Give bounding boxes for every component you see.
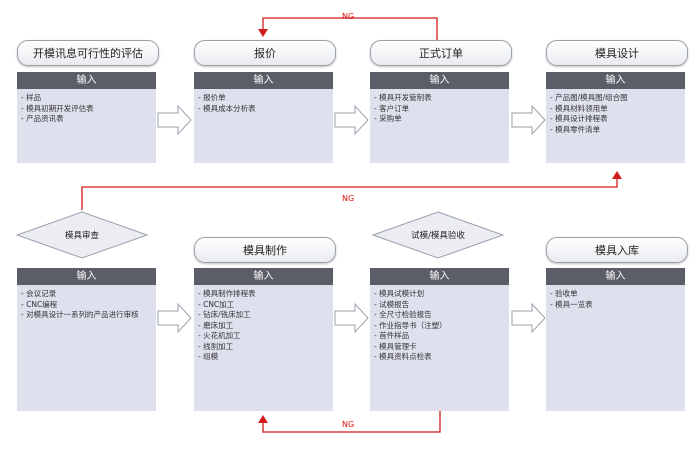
input-item: - 采购单 — [374, 114, 402, 123]
input-panel-mold-warehousing: 输入 - 验收单 - 模具一览表 — [546, 268, 685, 411]
ng-line-bottom — [262, 411, 441, 433]
input-item: - 火花机加工 — [198, 331, 241, 340]
input-list: - 模具试模计划 - 试模报告 - 全尺寸检验报告 - 作业指导书（注塑） - … — [370, 285, 509, 411]
input-item: - 报价单 — [198, 93, 226, 102]
input-list: - 验收单 - 模具一览表 — [546, 285, 685, 411]
input-header: 输入 — [17, 268, 156, 285]
input-item: - 验收单 — [550, 289, 578, 298]
flow-arrow — [511, 104, 546, 136]
input-item: - CNC加工 — [198, 299, 235, 309]
input-header: 输入 — [194, 268, 333, 285]
stage-title-feasibility: 开模讯息可行性的评估 — [17, 40, 159, 66]
input-panel-feasibility: 输入 - 样品 - 模具初期开发评估表 - 产品资讯表 — [17, 72, 156, 163]
input-panel-quotation: 输入 - 报价单 - 模具成本分析表 — [194, 72, 333, 163]
input-item: - 会议记录 — [21, 289, 57, 298]
flow-arrow — [334, 104, 369, 136]
input-header: 输入 — [17, 72, 156, 89]
input-list: - 报价单 - 模具成本分析表 — [194, 89, 333, 163]
ng-line-top — [262, 17, 438, 40]
input-item: - 模具一览表 — [550, 299, 593, 309]
stage-title-mold-design: 模具设计 — [546, 40, 688, 66]
input-item: - 模具制作排程表 — [198, 289, 256, 298]
input-item: - CNC编程 — [21, 299, 58, 309]
stage-title-mold-review: 模具审查 — [64, 231, 99, 241]
input-item: - 线割加工 — [198, 341, 234, 351]
input-panel-mold-review: 输入 - 会议记录 - CNC编程 - 对模具设计一系列的产品进行审核 — [17, 268, 156, 411]
input-panel-trial-acceptance: 输入 - 模具试模计划 - 试模报告 - 全尺寸检验报告 - 作业指导书（注塑）… — [370, 268, 509, 411]
input-item: - 首件样品 — [374, 331, 410, 340]
ng-label-top: NG — [342, 12, 355, 21]
stage-title-formal-order: 正式订单 — [370, 40, 512, 66]
input-item: - 模具材料领用单 — [550, 103, 608, 113]
input-list: - 模具制作排程表 - CNC加工 - 钻床/铣床加工 - 磨床加工 - 火花机… — [194, 285, 333, 411]
input-item: - 样品 — [21, 93, 42, 102]
input-header: 输入 — [370, 268, 509, 285]
flow-arrow — [334, 302, 369, 334]
input-item: - 模具设计排程表 — [550, 114, 608, 123]
ng-arrowhead-top — [258, 29, 268, 37]
ng-arrowhead-bottom — [258, 415, 268, 423]
input-item: - 产品资讯表 — [21, 114, 64, 123]
input-item: - 产品图/模具图/组合图 — [550, 93, 628, 102]
stage-title-quotation: 报价 — [194, 40, 336, 66]
ng-arrowhead-middle — [612, 171, 622, 179]
input-header: 输入 — [546, 268, 685, 285]
input-panel-formal-order: 输入 - 模具开发管制表 - 客户订单 - 采购单 — [370, 72, 509, 163]
input-item: - 钻床/铣床加工 — [198, 310, 251, 319]
ng-line-middle — [81, 178, 618, 210]
input-item: - 磨床加工 — [198, 320, 234, 330]
input-item: - 试模报告 — [374, 299, 410, 309]
review-diamond — [15, 211, 149, 259]
input-item: - 模具成本分析表 — [198, 103, 256, 113]
ng-label-middle: NG — [342, 194, 355, 203]
input-list: - 模具开发管制表 - 客户订单 - 采购单 — [370, 89, 509, 163]
input-item: - 作业指导书（注塑） — [374, 320, 447, 330]
input-header: 输入 — [194, 72, 333, 89]
input-panel-mold-making: 输入 - 模具制作排程表 - CNC加工 - 钻床/铣床加工 - 磨床加工 - … — [194, 268, 333, 411]
stage-title-mold-making: 模具制作 — [194, 237, 336, 263]
ng-label-bottom: NG — [342, 420, 355, 429]
input-item: - 模具开发管制表 — [374, 93, 432, 102]
trial-diamond — [371, 211, 505, 259]
input-item: - 全尺寸检验报告 — [374, 310, 432, 319]
input-list: - 会议记录 - CNC编程 - 对模具设计一系列的产品进行审核 — [17, 285, 156, 411]
stage-title-trial-acceptance: 试模/模具验收 — [411, 231, 465, 241]
input-header: 输入 — [546, 72, 685, 89]
input-item: - 模具初期开发评估表 — [21, 103, 94, 113]
input-item: - 模具试模计划 — [374, 289, 425, 298]
input-item: - 模具零件清单 — [550, 124, 601, 134]
input-item: - 组模 — [198, 352, 219, 361]
input-item: - 客户订单 — [374, 103, 410, 113]
input-panel-mold-design: 输入 - 产品图/模具图/组合图 - 模具材料领用单 - 模具设计排程表 - 模… — [546, 72, 685, 163]
input-item: - 模具管理卡 — [374, 341, 417, 351]
stage-title-mold-warehousing: 模具入库 — [546, 237, 688, 263]
flow-arrow — [157, 302, 192, 334]
input-list: - 产品图/模具图/组合图 - 模具材料领用单 - 模具设计排程表 - 模具零件… — [546, 89, 685, 163]
input-item: - 模具资料点检表 — [374, 352, 432, 361]
flow-arrow — [157, 104, 192, 136]
input-item: - 对模具设计一系列的产品进行审核 — [21, 310, 139, 319]
input-list: - 样品 - 模具初期开发评估表 - 产品资讯表 — [17, 89, 156, 163]
flow-arrow — [511, 302, 546, 334]
input-header: 输入 — [370, 72, 509, 89]
